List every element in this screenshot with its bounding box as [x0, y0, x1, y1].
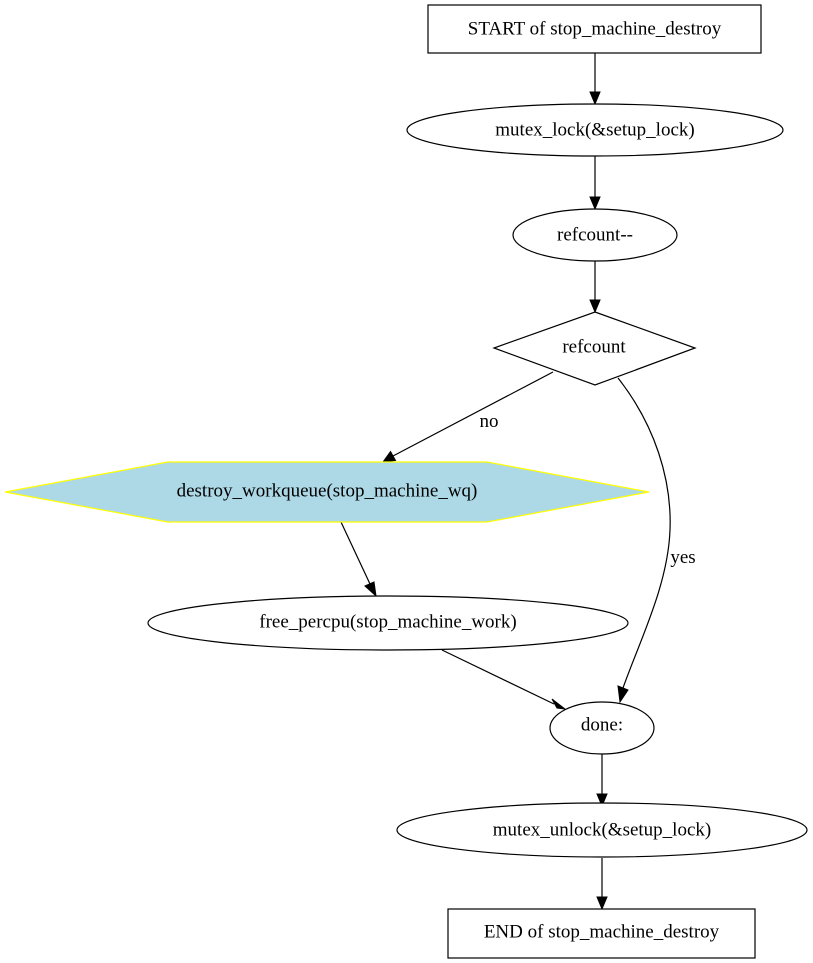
edge-cond-done: [617, 377, 671, 689]
arrow-done-unlock: [596, 793, 608, 808]
destroy-workqueue-node: [4, 461, 650, 523]
nodes: START of stop_machine_destroy mutex_lock…: [4, 4, 808, 959]
edge-free-done: [441, 649, 555, 705]
lock-node-label: mutex_lock(&setup_lock): [495, 120, 694, 141]
start-node-label: START of stop_machine_destroy: [468, 19, 722, 40]
destroy-workqueue-node-label: destroy_workqueue(stop_machine_wq): [177, 481, 478, 502]
unlock-node-label: mutex_unlock(&setup_lock): [493, 820, 711, 841]
arrow-cond-destroy: [381, 450, 397, 463]
edge-cond-destroy: [392, 371, 554, 457]
arrow-start-lock: [589, 91, 601, 106]
arrow-free-done: [551, 698, 567, 710]
lock-node: [406, 103, 784, 157]
free-percpu-node: [147, 595, 629, 651]
refcount-dec-node: [512, 208, 678, 262]
edges: no yes: [340, 53, 696, 911]
arrow-lock-dec: [589, 196, 601, 211]
edge-label-yes: yes: [670, 547, 695, 568]
start-node: [427, 4, 762, 54]
end-node: [447, 908, 756, 959]
done-node-label: done:: [581, 715, 623, 736]
end-node-label: END of stop_machine_destroy: [484, 922, 720, 943]
free-percpu-node-label: free_percpu(stop_machine_work): [259, 612, 516, 633]
refcount-decision-node: [492, 311, 697, 386]
unlock-node: [396, 802, 808, 858]
arrow-unlock-end: [596, 896, 608, 911]
arrow-destroy-free: [364, 581, 377, 598]
refcount-decision-node-label: refcount: [562, 337, 626, 358]
arrow-dec-cond: [589, 299, 601, 314]
edge-label-no: no: [480, 411, 499, 432]
done-node: [549, 701, 655, 755]
arrow-cond-done: [617, 685, 629, 704]
refcount-dec-node-label: refcount--: [557, 225, 633, 246]
edge-destroy-free: [340, 521, 371, 585]
